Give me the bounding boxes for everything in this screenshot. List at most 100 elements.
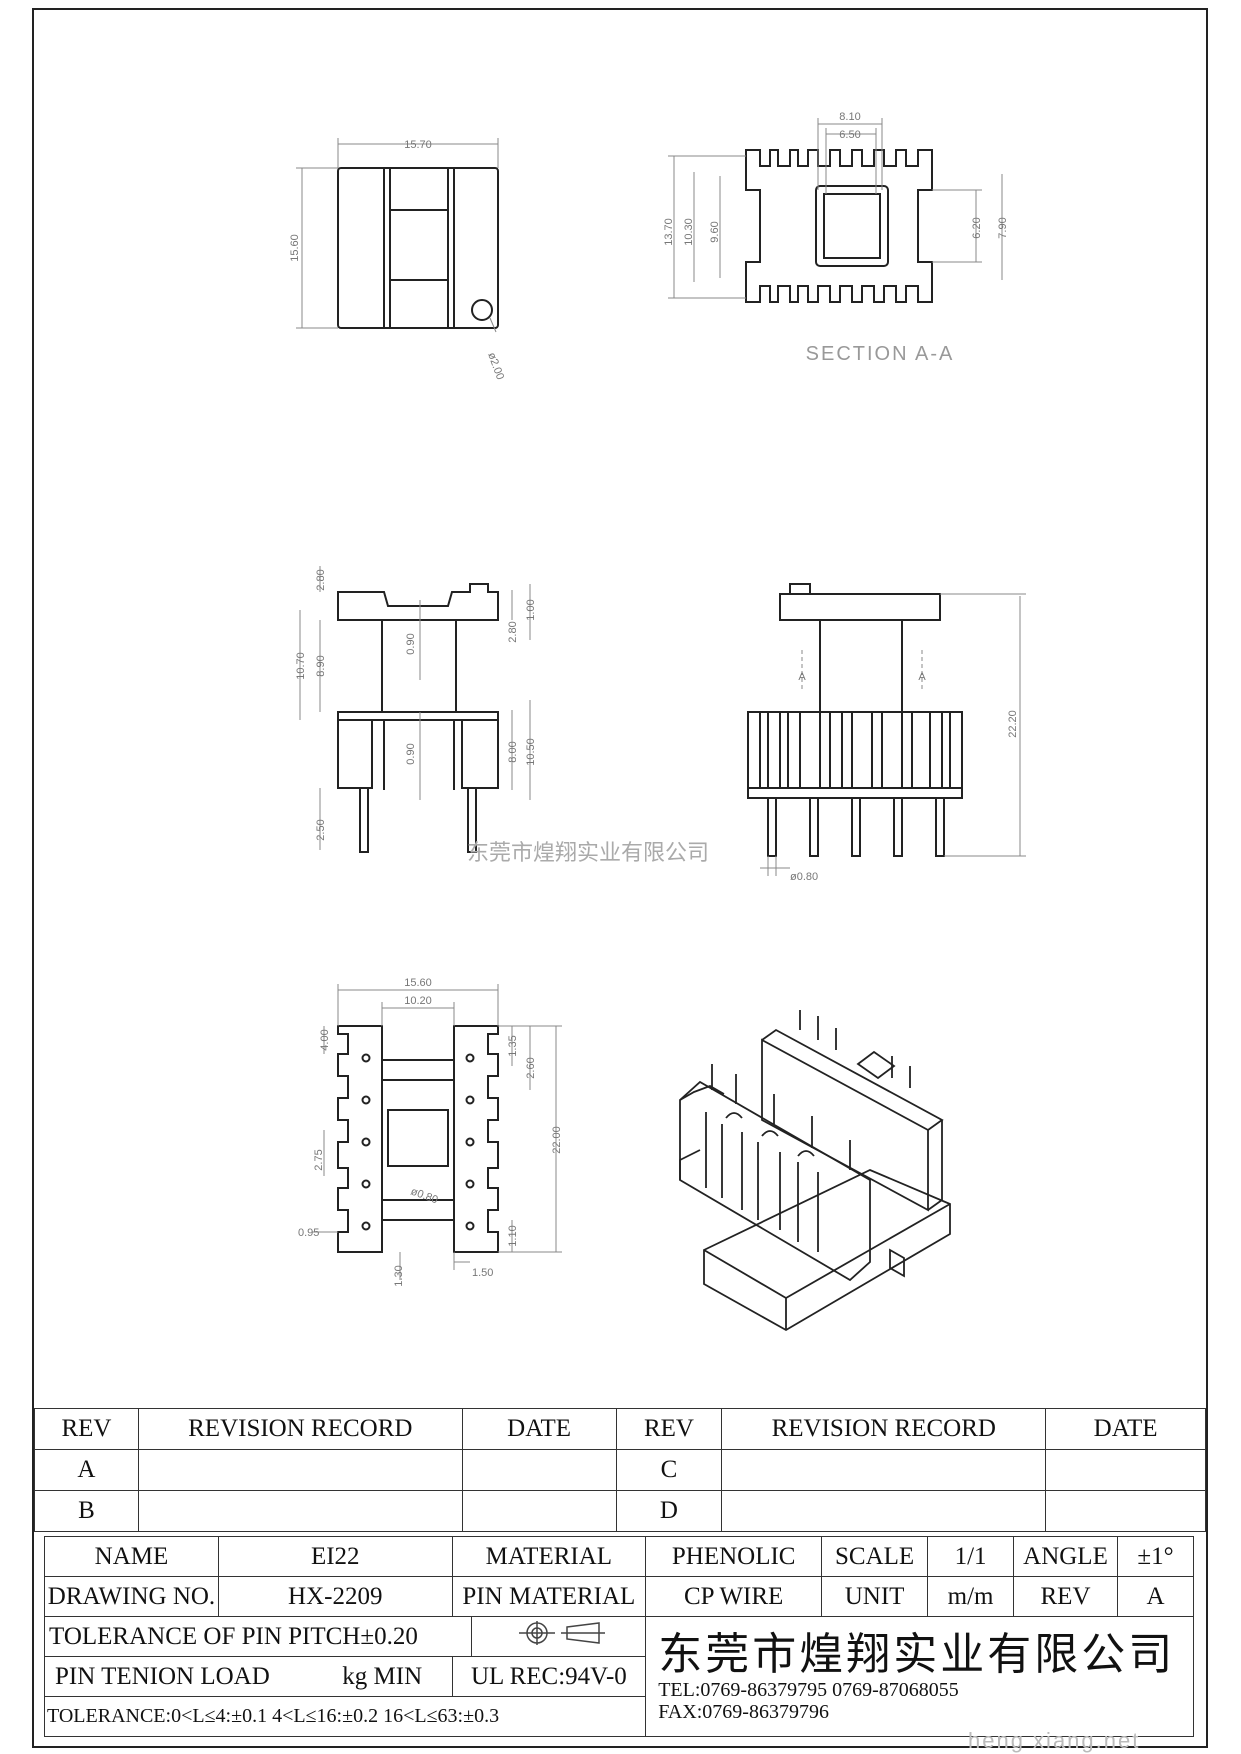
company-name: 东莞市煌翔实业有限公司 bbox=[658, 1628, 1176, 1680]
revision-header-row: REV REVISION RECORD DATE REV REVISION RE… bbox=[34, 1408, 1206, 1450]
website-watermark: heng xiang.net bbox=[968, 1728, 1141, 1753]
pin-tension-label: PIN TENION LOAD bbox=[55, 1662, 270, 1690]
record-cell bbox=[721, 1449, 1047, 1491]
dim-e: 0.90 bbox=[405, 743, 417, 764]
header-date: DATE bbox=[1045, 1408, 1206, 1450]
company-cell: 东莞市煌翔实业有限公司 TEL:0769-86379795 0769-87068… bbox=[645, 1616, 1194, 1737]
tolerance-line: TOLERANCE:0<L≤4:±0.1 4<L≤16:±0.2 16<L≤63… bbox=[43, 1696, 647, 1737]
dim-h1: 13.70 bbox=[663, 218, 675, 246]
dim-width: 15.70 bbox=[404, 139, 432, 151]
bottom-view: 15.60 10.20 4.00 1.35 2.60 22.00 2.75 ø0… bbox=[298, 977, 563, 1287]
header-rev: REV bbox=[34, 1408, 139, 1450]
scale-label: SCALE bbox=[821, 1536, 929, 1577]
date-cell bbox=[1045, 1490, 1206, 1532]
dim-b: 1.35 bbox=[507, 1035, 519, 1056]
dim-c: 2.60 bbox=[525, 1057, 537, 1078]
dim-h4: 6.20 bbox=[971, 217, 983, 238]
record-cell bbox=[137, 1490, 463, 1532]
dim-w1: 15.60 bbox=[404, 977, 432, 989]
title-row-5: TOLERANCE:0<L≤4:±0.1 4<L≤16:±0.2 16<L≤63… bbox=[43, 1696, 1194, 1737]
rev-label: REV bbox=[1013, 1576, 1118, 1617]
rev-cell: C bbox=[615, 1449, 723, 1491]
section-marker-right: A bbox=[918, 671, 926, 683]
angle-value: ±1° bbox=[1116, 1536, 1195, 1577]
dim-j: 2.50 bbox=[315, 819, 327, 840]
dim-j: 1.50 bbox=[472, 1267, 493, 1279]
rev-cell: D bbox=[615, 1490, 723, 1532]
dim-hole: ø2.00 bbox=[485, 351, 506, 382]
dim-w1: 8.10 bbox=[839, 111, 860, 123]
angle-label: ANGLE bbox=[1013, 1536, 1118, 1577]
name-value: EI22 bbox=[217, 1536, 453, 1577]
dim-height: 15.60 bbox=[289, 234, 301, 262]
dim-h3: 9.60 bbox=[709, 221, 721, 242]
dim-a: 4.00 bbox=[319, 1029, 331, 1050]
rev-value: A bbox=[1116, 1576, 1195, 1617]
title-row-1: NAME EI22 MATERIAL PHENOLIC SCALE 1/1 AN… bbox=[44, 1536, 1195, 1577]
title-row-4: PIN TENION LOAD kg MIN UL REC:94V-0 bbox=[44, 1656, 1194, 1697]
pin-material-label: PIN MATERIAL bbox=[451, 1576, 647, 1617]
dim-w2: 6.50 bbox=[839, 129, 860, 141]
dim-c: 8.90 bbox=[315, 655, 327, 676]
pin-material-value: CP WIRE bbox=[645, 1576, 823, 1617]
header-revision-record: REVISION RECORD bbox=[137, 1408, 463, 1450]
drawing-frame bbox=[32, 8, 1208, 1748]
date-cell bbox=[1045, 1449, 1206, 1491]
unit-label: UNIT bbox=[821, 1576, 929, 1617]
dim-e: 2.75 bbox=[313, 1149, 325, 1170]
section-a-a-view: 8.10 6.50 13.70 10.30 9.60 6.20 7.90 SEC… bbox=[663, 111, 1009, 365]
title-row-2: DRAWING NO. HX-2209 PIN MATERIAL CP WIRE… bbox=[44, 1576, 1195, 1617]
dim-f: ø0.80 bbox=[409, 1186, 440, 1207]
dim-g: 0.95 bbox=[298, 1227, 319, 1239]
technical-drawing: 15.70 15.60 ø2.00 8.10 6.50 13.70 10 bbox=[289, 111, 1026, 1332]
company-tel: TEL:0769-86379795 0769-87068055 bbox=[658, 1678, 959, 1701]
dim-h2: 10.30 bbox=[683, 218, 695, 246]
header-date: DATE bbox=[461, 1408, 617, 1450]
dim-h: 8.00 bbox=[507, 741, 519, 762]
section-label: SECTION A-A bbox=[806, 343, 955, 365]
table-row: B D bbox=[34, 1490, 1206, 1532]
record-cell bbox=[721, 1490, 1047, 1532]
dim-h5: 7.90 bbox=[997, 217, 1009, 238]
tolerance-pitch: TOLERANCE OF PIN PITCH±0.20 bbox=[43, 1616, 473, 1657]
center-watermark: 东莞市煌翔实业有限公司 bbox=[467, 840, 709, 865]
rev-cell: B bbox=[34, 1490, 139, 1532]
dim-a: 2.80 bbox=[315, 569, 327, 590]
dim-d: 22.00 bbox=[551, 1126, 563, 1154]
ul-rec: UL REC:94V-0 bbox=[451, 1656, 647, 1697]
drawing-no-value: HX-2209 bbox=[217, 1576, 453, 1617]
title-block: NAME EI22 MATERIAL PHENOLIC SCALE 1/1 AN… bbox=[43, 1536, 1195, 1737]
table-row: A C bbox=[34, 1449, 1206, 1491]
front-view: 2.80 10.70 8.90 0.90 0.90 2.80 1.00 8.00… bbox=[295, 566, 537, 853]
drawing-no-label: DRAWING NO. bbox=[44, 1576, 219, 1617]
scale-value: 1/1 bbox=[927, 1536, 1015, 1577]
dim-i: 1.30 bbox=[393, 1265, 405, 1286]
dim-f: 2.80 bbox=[507, 621, 519, 642]
header-revision-record: REVISION RECORD bbox=[721, 1408, 1047, 1450]
unit-value: m/m bbox=[927, 1576, 1015, 1617]
material-value: PHENOLIC bbox=[645, 1536, 823, 1577]
dim-pin: ø0.80 bbox=[790, 871, 818, 883]
dim-height: 22.20 bbox=[1007, 710, 1019, 738]
dim-b: 10.70 bbox=[295, 652, 307, 680]
projection-symbol bbox=[471, 1616, 647, 1657]
projection-icon bbox=[518, 1621, 605, 1645]
dim-i: 10.50 bbox=[525, 738, 537, 766]
date-cell bbox=[461, 1449, 617, 1491]
dim-g: 1.00 bbox=[525, 599, 537, 620]
date-cell bbox=[461, 1490, 617, 1532]
rev-cell: A bbox=[34, 1449, 139, 1491]
isometric-view bbox=[679, 1010, 951, 1332]
top-view: 15.70 15.60 ø2.00 bbox=[289, 138, 506, 381]
dim-h: 1.10 bbox=[507, 1225, 519, 1246]
material-label: MATERIAL bbox=[451, 1536, 647, 1577]
revision-table: REV REVISION RECORD DATE REV REVISION RE… bbox=[34, 1408, 1206, 1532]
name-label: NAME bbox=[44, 1536, 219, 1577]
record-cell bbox=[137, 1449, 463, 1491]
side-view: A A 22.20 ø0.80 bbox=[747, 583, 1026, 883]
dim-w2: 10.20 bbox=[404, 995, 432, 1007]
title-row-3: TOLERANCE OF PIN PITCH±0.20 东莞市煌翔实业有限公司 … bbox=[43, 1616, 1194, 1737]
dim-d: 0.90 bbox=[405, 633, 417, 654]
company-fax: FAX:0769-86379796 bbox=[658, 1700, 829, 1723]
header-rev: REV bbox=[615, 1408, 723, 1450]
